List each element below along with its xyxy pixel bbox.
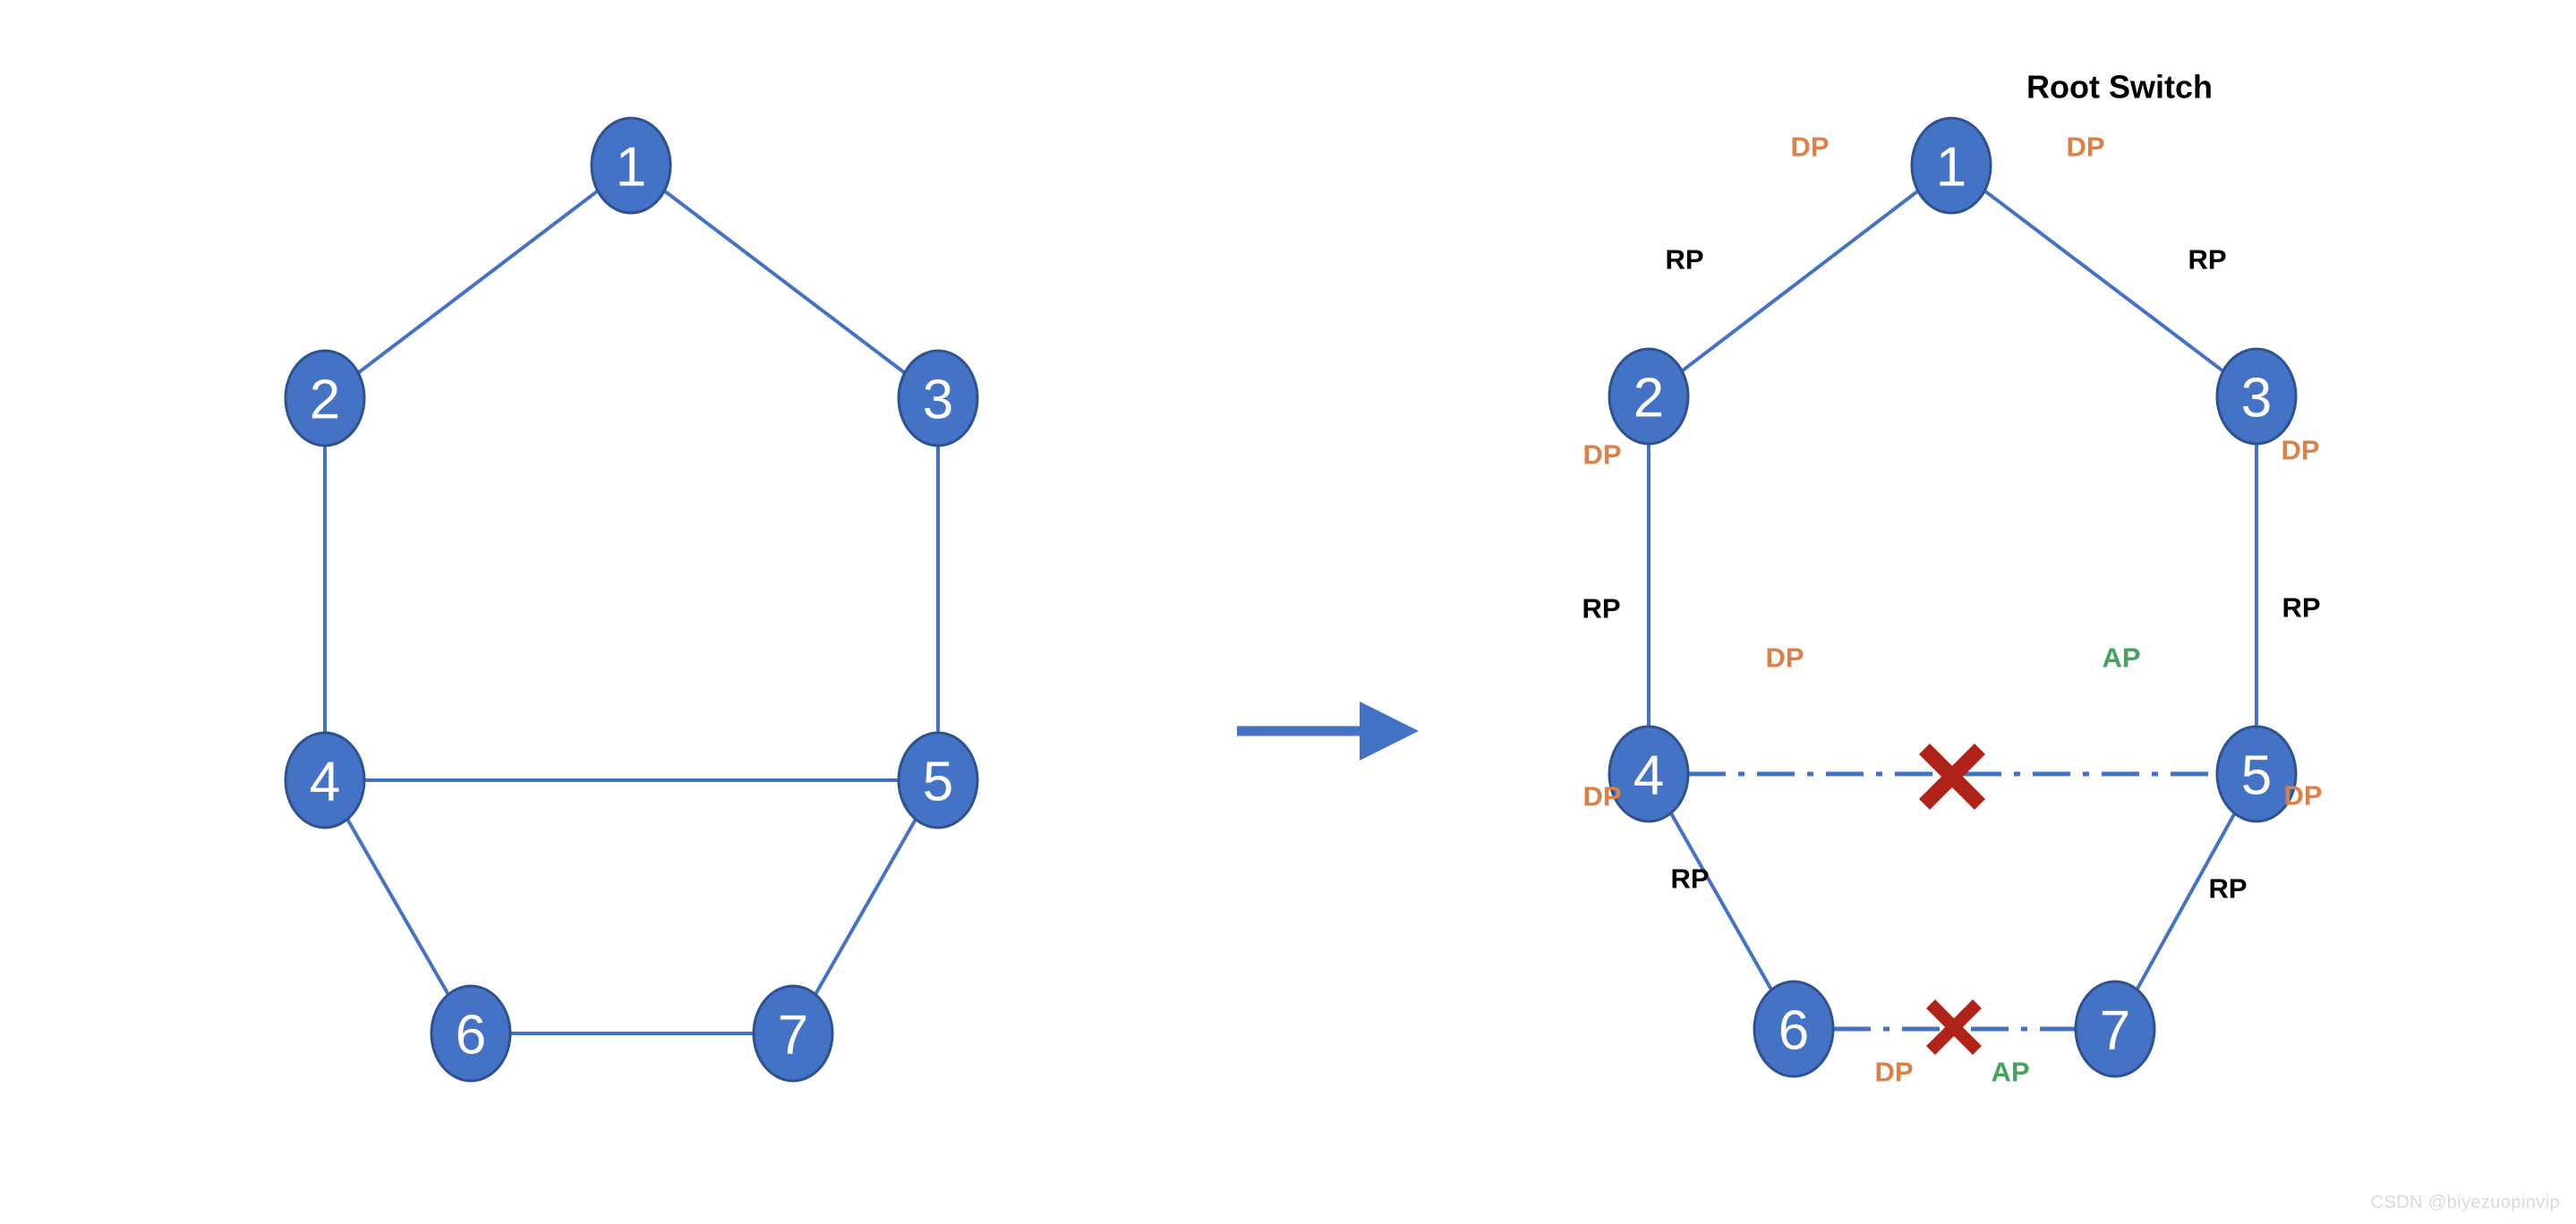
port-label-p2-1: RP	[1665, 244, 1703, 276]
switch-node-3[interactable]: 3	[2215, 347, 2298, 446]
switch-node-label: 6	[456, 1005, 486, 1067]
switch-node-4[interactable]: 4	[1608, 725, 1690, 823]
blocked-link-4-5-x-icon	[1918, 743, 1986, 811]
right-diagram-nodes: 1 2 3 4 5 6 7	[1608, 116, 2298, 1078]
port-label-p7-6: AP	[1991, 1057, 2029, 1088]
port-label-p2-4: DP	[1582, 439, 1621, 471]
switch-node-label: 6	[1778, 1000, 1809, 1062]
link-4-6	[1669, 812, 1773, 991]
watermark: CSDN @biyezuopinvip	[2370, 1193, 2560, 1212]
switch-node-6[interactable]: 6	[430, 984, 512, 1083]
blocked-link-markers	[1918, 743, 1986, 1055]
switch-node-label: 7	[778, 1005, 808, 1067]
switch-node-label: 3	[923, 370, 953, 431]
switch-node-2[interactable]: 2	[1608, 347, 1690, 446]
switch-node-2[interactable]: 2	[284, 349, 366, 447]
port-label-p7-5: RP	[2208, 873, 2247, 905]
switch-node-label: 5	[923, 752, 953, 813]
port-role-labels: DP DP RP RP DP DP RP RP DP AP DP DP RP RP DP AP	[1582, 132, 2322, 1088]
switch-node-7[interactable]: 7	[2074, 980, 2156, 1078]
switch-node-label: 1	[616, 137, 646, 199]
switch-node-label: 4	[310, 752, 340, 813]
switch-node-7[interactable]: 7	[752, 984, 834, 1083]
link-4-6	[345, 818, 450, 996]
link-1-2	[1680, 189, 1920, 373]
port-label-p5-3: RP	[2282, 592, 2320, 624]
switch-node-label: 1	[1936, 137, 1966, 199]
switch-node-label: 5	[2241, 745, 2272, 807]
link-1-3	[1983, 189, 2224, 373]
link-1-3	[663, 189, 906, 375]
port-label-p4-2: RP	[1582, 593, 1620, 625]
port-label-p3-1: RP	[2188, 244, 2226, 276]
switch-node-5[interactable]: 5	[897, 731, 979, 829]
link-5-7	[814, 818, 917, 996]
port-label-p4-6: DP	[1582, 781, 1621, 812]
left-diagram-links	[323, 189, 940, 1035]
switch-node-label: 3	[2241, 368, 2272, 429]
switch-node-label: 7	[2100, 1000, 2130, 1062]
port-label-p1-3: DP	[2066, 132, 2104, 163]
root-switch-title: Root Switch	[2026, 69, 2213, 106]
link-5-7	[2135, 812, 2237, 990]
port-label-p5-7: DP	[2283, 780, 2322, 812]
switch-node-1[interactable]: 1	[1910, 116, 1992, 215]
switch-node-label: 2	[1633, 368, 1664, 429]
link-1-2	[356, 189, 600, 375]
port-label-p1-2: DP	[1790, 132, 1829, 163]
switch-node-5[interactable]: 5	[2215, 725, 2298, 823]
port-label-p6-7: DP	[1874, 1057, 1913, 1088]
port-label-p5-4: AP	[2102, 642, 2140, 674]
port-label-p4-5: DP	[1765, 642, 1804, 674]
switch-node-1[interactable]: 1	[590, 116, 672, 215]
switch-node-label: 4	[1633, 745, 1664, 807]
left-diagram-nodes: 1 2 3 4 5 6 7	[284, 116, 979, 1083]
switch-node-4[interactable]: 4	[284, 731, 366, 829]
switch-node-6[interactable]: 6	[1753, 980, 1835, 1078]
switch-node-3[interactable]: 3	[897, 349, 979, 447]
port-label-p6-4: RP	[1670, 863, 1709, 895]
switch-node-label: 2	[310, 370, 340, 431]
right-diagram-links	[1647, 189, 2258, 1032]
blocked-link-6-7-x-icon	[1926, 999, 1982, 1055]
port-label-p3-5: DP	[2281, 435, 2319, 466]
